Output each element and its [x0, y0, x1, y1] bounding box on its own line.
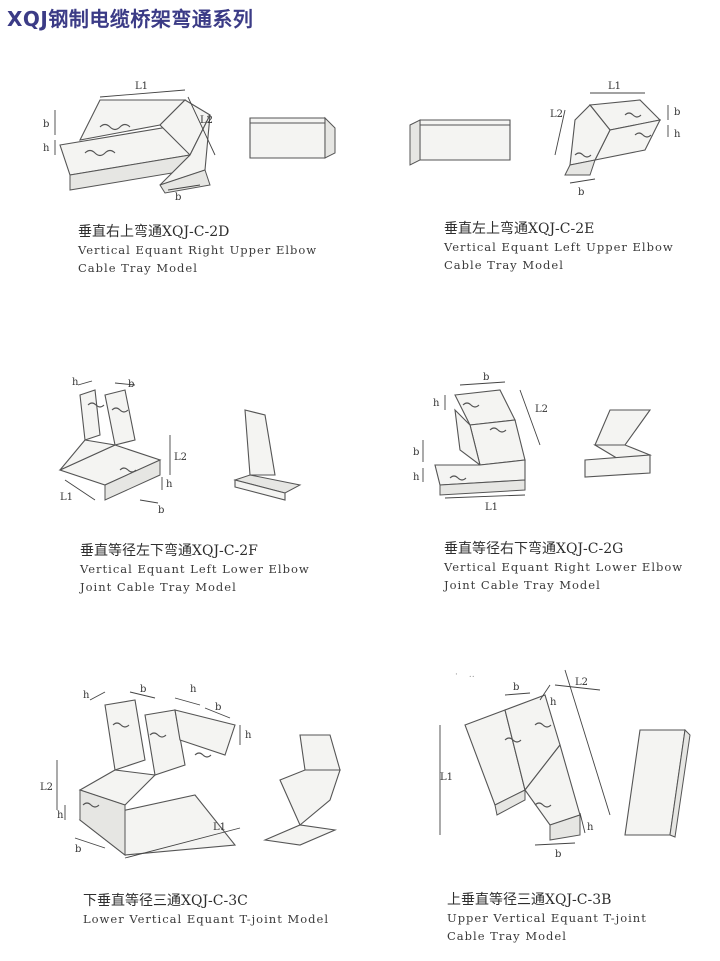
dim-b-label: b — [513, 682, 519, 693]
dim-h3-label: h — [245, 730, 252, 741]
product-name-en-2: Joint Cable Tray Model — [444, 578, 601, 592]
diagram-3b: L1 L2 b h h b — [439, 669, 611, 860]
dim-l1-label: L1 — [485, 502, 498, 513]
dim-l2-label: L2 — [200, 115, 213, 126]
dim-h2-label: h — [166, 479, 173, 490]
dim-l2-label: L2 — [575, 677, 588, 688]
diagram-3c: h b h b h L2 h L1 b — [40, 684, 252, 859]
dim-l1-label: L1 — [608, 81, 621, 92]
dim-h-label: h — [43, 143, 50, 154]
dim-h-label: h — [433, 398, 440, 409]
product-name-en: Upper Vertical Equant T-joint — [447, 911, 647, 925]
dim-h-label: h — [550, 697, 557, 708]
product-name-en: Vertical Equant Left Lower Elbow — [80, 562, 310, 576]
product-name-cn: 垂直右上弯通XQJ-C-2D — [78, 224, 230, 240]
product-name-en: Lower Vertical Equant T-joint Model — [83, 912, 330, 926]
scan-specks: · ‥ — [455, 670, 479, 680]
dim-b2-label: b — [175, 192, 181, 203]
product-name-en: Vertical Equant Right Upper Elbow — [78, 243, 318, 257]
caption-2g: 垂直等径右下弯通XQJ-C-2G Vertical Equant Right L… — [444, 540, 683, 594]
product-name-cn: 垂直左上弯通XQJ-C-2E — [444, 221, 595, 237]
product-panel-2d: L1 L2 b h b 垂直右上弯通XQJ-C-2D Vertical Equa… — [40, 75, 370, 285]
dim-l1-label: L1 — [60, 492, 73, 503]
dim-h2-label: h — [413, 472, 420, 483]
product-panel-2g: b L2 h b h L1 垂直等径右下弯通XQJ-C-2G Vertical … — [405, 370, 715, 595]
caption-3b: 上垂直等径三通XQJ-C-3B Upper Vertical Equant T-… — [447, 891, 647, 945]
photo-3b — [624, 728, 691, 838]
product-name-cn: 下垂直等径三通XQJ-C-3C — [83, 893, 248, 909]
diagram-2g: b L2 h b h L1 — [413, 372, 548, 513]
dim-b-label: b — [674, 107, 680, 118]
photo-3c — [262, 734, 341, 846]
dim-h-label: h — [83, 690, 90, 701]
dim-b2-label: b — [555, 849, 561, 860]
diagram-2f: L1 L2 h b h b — [58, 377, 187, 516]
dim-b2-label: b — [215, 702, 221, 713]
dim-h4-label: h — [57, 810, 64, 821]
photo-2f — [233, 409, 302, 501]
product-name-en-2: Cable Tray Model — [447, 929, 567, 943]
dim-b3-label: b — [75, 844, 81, 855]
dim-l1-label: L1 — [440, 772, 453, 783]
photo-2d — [249, 116, 336, 159]
product-name-en-2: Cable Tray Model — [444, 258, 564, 272]
product-panel-2e: L1 L2 b h b 垂直左上弯通XQJ-C-2E Vertical Equa… — [400, 70, 715, 280]
dim-l1-label: L1 — [213, 822, 226, 833]
dim-h2-label: h — [190, 684, 197, 695]
page-title: XQJ钢制电缆桥架弯通系列 — [7, 7, 254, 31]
dim-b2-label: b — [158, 505, 164, 516]
product-name-cn: 垂直等径左下弯通XQJ-C-2F — [80, 543, 258, 559]
dim-b2-label: b — [578, 187, 584, 198]
product-name-cn: 上垂直等径三通XQJ-C-3B — [447, 892, 612, 908]
dim-l2-label: L2 — [550, 109, 563, 120]
dim-b-label: b — [483, 372, 489, 383]
photo-2g — [584, 409, 653, 478]
dim-b-label: b — [140, 684, 146, 695]
product-name-en: Vertical Equant Right Lower Elbow — [444, 560, 684, 574]
caption-2f: 垂直等径左下弯通XQJ-C-2F Vertical Equant Left Lo… — [80, 542, 310, 596]
dim-l2-label: L2 — [40, 782, 53, 793]
product-name-cn: 垂直等径右下弯通XQJ-C-2G — [444, 541, 624, 557]
dim-b-label: b — [128, 379, 134, 390]
dim-h-label: h — [674, 129, 681, 140]
photo-2e — [409, 119, 511, 166]
product-panel-3c: h b h b h L2 h L1 b 下垂直等径三通XQJ-C-3C Lowe… — [35, 680, 370, 930]
diagram-2e: L1 L2 b h b — [550, 81, 681, 198]
dim-l2-label: L2 — [535, 404, 548, 415]
dim-b2-label: b — [413, 447, 419, 458]
dim-l1-label: L1 — [135, 81, 148, 92]
caption-2d: 垂直右上弯通XQJ-C-2D Vertical Equant Right Upp… — [78, 223, 317, 277]
caption-3c: 下垂直等径三通XQJ-C-3C Lower Vertical Equant T-… — [83, 892, 329, 928]
dim-h2-label: h — [587, 822, 594, 833]
product-panel-3b: L1 L2 b h h b 上垂直等径三通XQJ-C-3B Upper Vert… — [405, 665, 715, 950]
caption-2e: 垂直左上弯通XQJ-C-2E Vertical Equant Left Uppe… — [444, 220, 674, 274]
product-name-en-2: Cable Tray Model — [78, 261, 198, 275]
diagram-2d: L1 L2 b h b — [43, 81, 216, 203]
dim-b-label: b — [43, 119, 49, 130]
product-panel-2f: L1 L2 h b h b 垂直等径左下弯通XQJ-C-2F Vertical … — [40, 375, 370, 600]
dim-l2-label: L2 — [174, 452, 187, 463]
product-name-en: Vertical Equant Left Upper Elbow — [444, 240, 674, 254]
dim-h-label: h — [72, 377, 79, 388]
product-name-en-2: Joint Cable Tray Model — [80, 580, 237, 594]
